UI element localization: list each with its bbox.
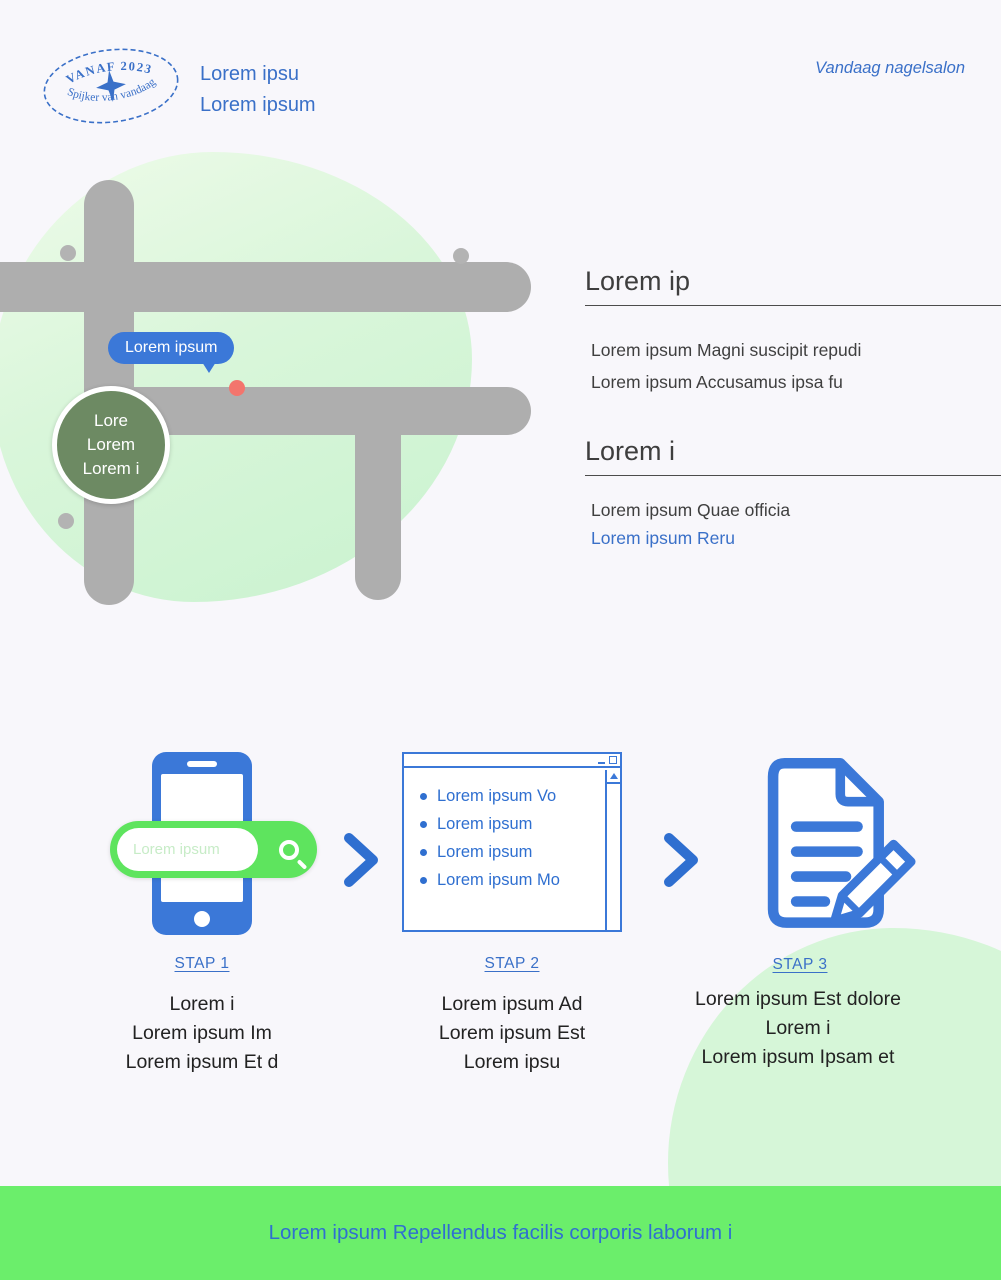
section-2-link[interactable]: Lorem ipsum Reru (591, 528, 735, 548)
map-tooltip: Lorem ipsum (108, 332, 235, 373)
site-title: Lorem ipsu Lorem ipsum (200, 59, 316, 121)
search-bar: Lorem ipsum (110, 821, 317, 878)
caption-line: Lorem ipsum Et d (125, 1051, 279, 1073)
list-item-text: Lorem ipsum Mo (437, 871, 560, 889)
search-input: Lorem ipsum (117, 828, 258, 871)
bullet-icon (420, 792, 427, 800)
list-item: Lorem ipsum Vo (420, 782, 596, 810)
step-2-label[interactable]: STAP 2 (484, 955, 540, 972)
browser-window-controls (598, 756, 617, 764)
maximize-icon (609, 756, 617, 764)
caption-line: Lorem i (765, 1017, 831, 1039)
caption-line: Lorem i (169, 993, 235, 1015)
section-1-line-2: Lorem ipsum Accusamus ipsa fu (591, 372, 843, 392)
map-road-horizontal-top (0, 262, 531, 312)
caption-line: Lorem ipsum Ad (441, 993, 583, 1015)
list-item: Lorem ipsum (420, 838, 596, 866)
step-1-label[interactable]: STAP 1 (174, 955, 230, 972)
chevron-right-icon (344, 833, 378, 887)
badge-oval-border (43, 48, 179, 124)
phone-speaker (187, 761, 217, 767)
document-pencil-icon (767, 758, 916, 928)
list-item-text: Lorem ipsum (437, 815, 533, 833)
search-icon (278, 839, 299, 860)
section-divider-2 (585, 475, 1001, 476)
browser-scrollbar (605, 770, 620, 930)
pencil-icon (830, 839, 916, 926)
browser-result-list: Lorem ipsum Vo Lorem ipsum Lorem ipsum L… (404, 768, 620, 894)
step-3-caption: Lorem ipsum Est dolore Lorem i Lorem ips… (695, 985, 901, 1072)
map-background-blob (0, 152, 472, 602)
step-2-caption: Lorem ipsum Ad Lorem ipsum Est Lorem ips… (439, 990, 585, 1077)
footer-text: Lorem ipsum Repellendus facilis corporis… (268, 1221, 733, 1244)
list-item: Lorem ipsum (420, 810, 596, 838)
bullet-icon (420, 848, 427, 856)
section-heading-1: Lorem ip (585, 266, 691, 296)
caption-line: Lorem ipsum Im (132, 1022, 272, 1044)
browser-titlebar (404, 754, 620, 768)
site-title-line2: Lorem ipsum (200, 94, 316, 116)
sparkle-icon (96, 70, 126, 102)
map-dot (58, 513, 74, 529)
map-dot (453, 248, 469, 264)
caption-line: Lorem ipsu (463, 1051, 561, 1073)
section-2-line-1: Lorem ipsum Quae officia (591, 500, 791, 520)
bullet-icon (420, 876, 427, 884)
area-badge-line2: Lorem (86, 435, 136, 454)
bullet-icon (420, 820, 427, 828)
step-1-caption: Lorem i Lorem ipsum Im Lorem ipsum Et d (126, 990, 279, 1077)
area-badge-line3: Lorem i (82, 459, 140, 478)
map-dot (60, 245, 76, 261)
list-item-text: Lorem ipsum Vo (437, 787, 557, 805)
tagline: Vandaag nagelsalon (815, 59, 965, 77)
section-divider-1 (585, 305, 1001, 306)
scroll-up-icon (609, 773, 618, 779)
area-badge: Lore Lorem Lorem i (52, 386, 170, 504)
site-title-line1: Lorem ipsu (200, 63, 299, 85)
caption-line: Lorem ipsum Est dolore (695, 988, 901, 1010)
location-marker (229, 380, 245, 396)
list-item: Lorem ipsum Mo (420, 866, 596, 894)
step-3-label[interactable]: STAP 3 (772, 956, 828, 973)
section-1-line-1: Lorem ipsum Magni suscipit repudi (591, 340, 862, 360)
footer-banner: Lorem ipsum Repellendus facilis corporis… (0, 1186, 1001, 1280)
minimize-icon (598, 761, 605, 764)
chevron-right-icon (664, 833, 698, 887)
browser-window-icon: Lorem ipsum Vo Lorem ipsum Lorem ipsum L… (402, 752, 622, 932)
area-badge-line1: Lore (93, 411, 129, 430)
logo-badge[interactable]: VANAF 2023 Spijker van vandaag (31, 31, 191, 141)
scroll-up-button (607, 770, 620, 784)
caption-line: Lorem ipsum Ipsam et (701, 1046, 895, 1068)
caption-line: Lorem ipsum Est (438, 1022, 586, 1044)
search-button (260, 821, 317, 878)
phone-home-button (194, 911, 210, 927)
map-road-vertical-right (355, 408, 401, 600)
list-item-text: Lorem ipsum (437, 843, 533, 861)
section-heading-2: Lorem i (585, 436, 676, 466)
